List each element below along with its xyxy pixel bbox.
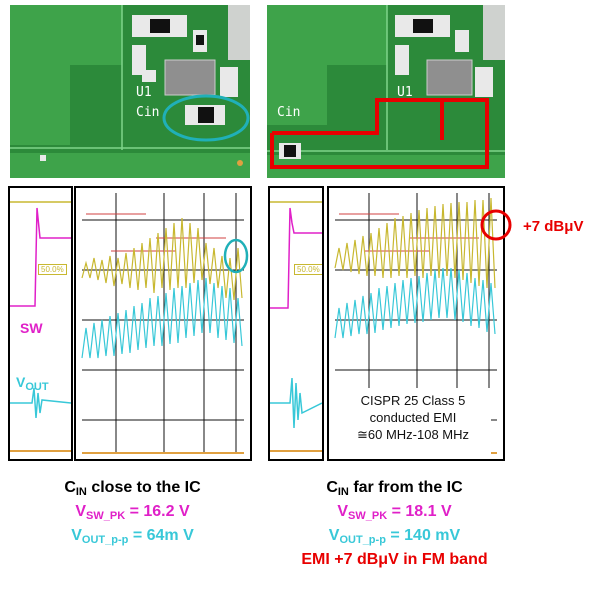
vsw-value: = 16.2 V [125, 503, 190, 520]
caption-right-vout: VOUT_p-p = 140 mV [272, 526, 517, 550]
vout-sub: OUT_p-p [81, 534, 129, 546]
vout-value: = 140 mV [385, 527, 461, 544]
emi-peak-label: +7 dBμV [523, 218, 584, 235]
spectrum-note-box: CISPR 25 Class 5 conducted EMI ≅60 MHz-1… [335, 388, 491, 458]
caption-right: CIN far from the IC VSW_PK = 18.1 V VOUT… [272, 478, 517, 570]
silkscreen-cin-label: Cin [277, 105, 301, 120]
spectrum-note-line1: CISPR 25 Class 5 [360, 393, 466, 408]
vsw-value: = 18.1 V [387, 503, 452, 520]
vsw-sub: SW_PK [348, 510, 388, 522]
spectrum-note-line3: ≅60 MHz-108 MHz [356, 427, 470, 442]
vout-sub: OUT_p-p [339, 534, 386, 546]
vout-label-main: V [16, 374, 26, 390]
time-domain-traces [10, 201, 71, 452]
caption-left-vout: VOUT_p-p = 64m V [5, 526, 260, 550]
caption-left-vsw: VSW_PK = 16.2 V [5, 502, 260, 526]
title-rest: close to the IC [86, 479, 201, 496]
title-main: C [326, 479, 338, 496]
spectrum-note-line2: conducted EMI [369, 410, 457, 425]
spectrum-traces [81, 193, 249, 454]
long-loop-highlight [270, 98, 489, 169]
pcb-photo-cin-close: U1 Cin [10, 5, 250, 178]
scope-time-domain-left: 50.0% SW VOUT [8, 186, 73, 461]
vout-label-sub: OUT [25, 381, 49, 393]
time-domain-traces [270, 201, 322, 452]
caption-left: CIN close to the IC VSW_PK = 16.2 V VOUT… [5, 478, 260, 550]
title-rest: far from the IC [348, 479, 463, 496]
caption-right-title: CIN far from the IC [272, 478, 517, 502]
pcb-board-drawing [267, 5, 505, 178]
vsw-sub: SW_PK [86, 510, 126, 522]
vout-value: = 64m V [128, 527, 194, 544]
vsw-main: V [337, 503, 349, 520]
sw-trace-label: SW [20, 320, 43, 336]
vsw-main: V [75, 503, 87, 520]
cin-highlight-ellipse [162, 94, 250, 142]
vout-main: V [328, 527, 340, 544]
pcb-photo-cin-far: U1 Cin [267, 5, 505, 178]
title-sub: IN [337, 486, 349, 498]
title-sub: IN [75, 486, 87, 498]
silkscreen-u1-label: U1 [397, 85, 413, 100]
scope-time-domain-right: 50.0% [268, 186, 324, 461]
vout-main: V [71, 527, 82, 544]
caption-right-vsw: VSW_PK = 18.1 V [272, 502, 517, 526]
peak-highlight-ellipse [223, 238, 249, 274]
scope-percent-label: 50.0% [38, 264, 67, 275]
scope-percent-label: 50.0% [294, 264, 322, 275]
spectrum-right: CISPR 25 Class 5 conducted EMI ≅60 MHz-1… [327, 186, 505, 461]
silkscreen-u1-label: U1 [136, 85, 152, 100]
vout-trace-label: VOUT [16, 374, 49, 393]
title-main: C [64, 479, 76, 496]
spectrum-left [74, 186, 252, 461]
pcb-board-drawing [10, 5, 250, 178]
emi-peak-marker [480, 209, 512, 241]
caption-left-title: CIN close to the IC [5, 478, 260, 502]
caption-right-emi: EMI +7 dBμV in FM band [301, 551, 488, 568]
silkscreen-cin-label: Cin [136, 105, 160, 120]
